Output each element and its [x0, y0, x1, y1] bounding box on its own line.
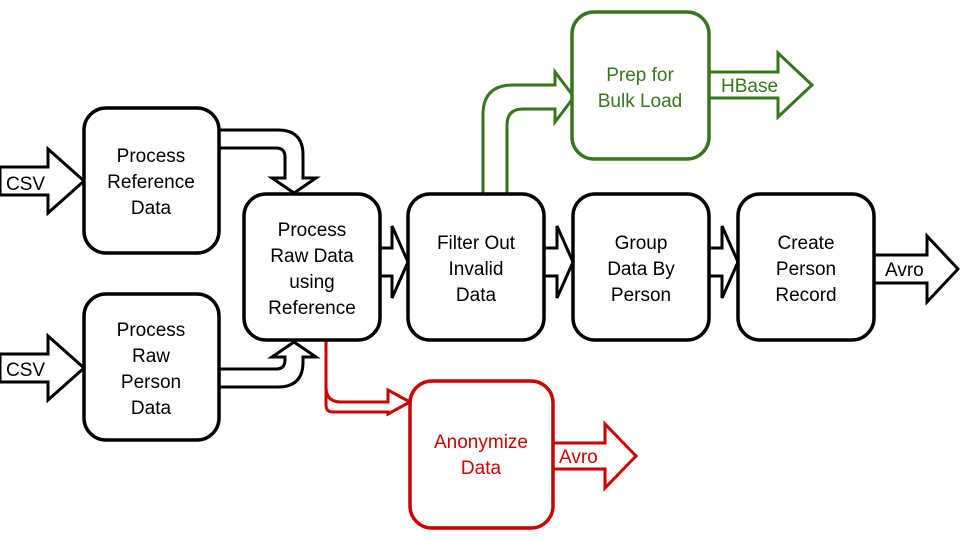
anonymize-box: [408, 379, 555, 530]
process-raw-using-reference-line-4: Reference: [268, 298, 356, 319]
create-person-record-box: [736, 192, 876, 342]
create-person-record-line-2: Person: [776, 259, 836, 280]
group-by-person-line-1: Group: [615, 233, 668, 254]
group-by-person-line-3: Person: [611, 285, 671, 306]
csv-input-arrow-person: [0, 332, 87, 404]
anonymized-avro-output-arrow: [550, 420, 639, 492]
anonymize-line-2: Data: [461, 458, 502, 479]
process-reference-box: [82, 106, 221, 255]
process-raw-person-line-1: Process: [117, 320, 186, 341]
csv-input-arrow-reference: [0, 145, 87, 217]
process-raw-person-line-4: Data: [131, 398, 172, 419]
arrow-reference-to-raw: [214, 128, 321, 195]
process-reference-line-1: Process: [117, 146, 186, 167]
prep-bulk-load-line-2: Bulk Load: [598, 91, 683, 112]
csv-label-person: CSV: [6, 360, 45, 381]
arrow-person-to-raw: [214, 340, 321, 389]
filter-invalid-line-1: Filter Out: [437, 233, 516, 254]
arrow-filter-to-prep: [481, 67, 576, 200]
arrow-group-to-create: [706, 225, 740, 299]
process-reference-line-3: Data: [131, 198, 172, 219]
hbase-output-label: HBase: [721, 76, 778, 97]
create-person-record-line-1: Create: [777, 233, 834, 254]
anonymized-avro-output-label: Avro: [559, 447, 598, 468]
process-raw-person-line-2: Raw: [132, 346, 170, 367]
group-by-person-box: [571, 192, 711, 342]
hbase-output-arrow: [706, 49, 815, 121]
filter-invalid-box: [406, 192, 546, 342]
prep-bulk-load-line-1: Prep for: [606, 65, 674, 86]
csv-label-reference: CSV: [6, 174, 45, 195]
filter-invalid-line-3: Data: [456, 285, 497, 306]
create-person-record-line-3: Record: [775, 285, 836, 306]
avro-output-label: Avro: [885, 260, 924, 281]
arrow-filter-to-group: [541, 225, 575, 299]
process-raw-using-reference-line-2: Raw Data: [270, 246, 354, 267]
process-raw-person-line-3: Person: [121, 372, 181, 393]
avro-output-arrow: [871, 232, 960, 306]
anonymize-line-1: Anonymize: [434, 432, 528, 453]
process-reference-line-2: Reference: [107, 172, 195, 193]
process-raw-person-box: [82, 292, 221, 442]
arrow-raw-to-filter: [376, 225, 410, 299]
arrow-raw-to-anonymize: [324, 340, 414, 417]
process-raw-using-reference-line-1: Process: [278, 220, 347, 241]
prep-bulk-load-box: [570, 10, 711, 161]
group-by-person-line-2: Data By: [607, 259, 675, 280]
filter-invalid-line-2: Invalid: [449, 259, 504, 280]
process-raw-using-reference-line-3: using: [289, 272, 334, 293]
process-raw-using-reference-box: [242, 192, 382, 342]
